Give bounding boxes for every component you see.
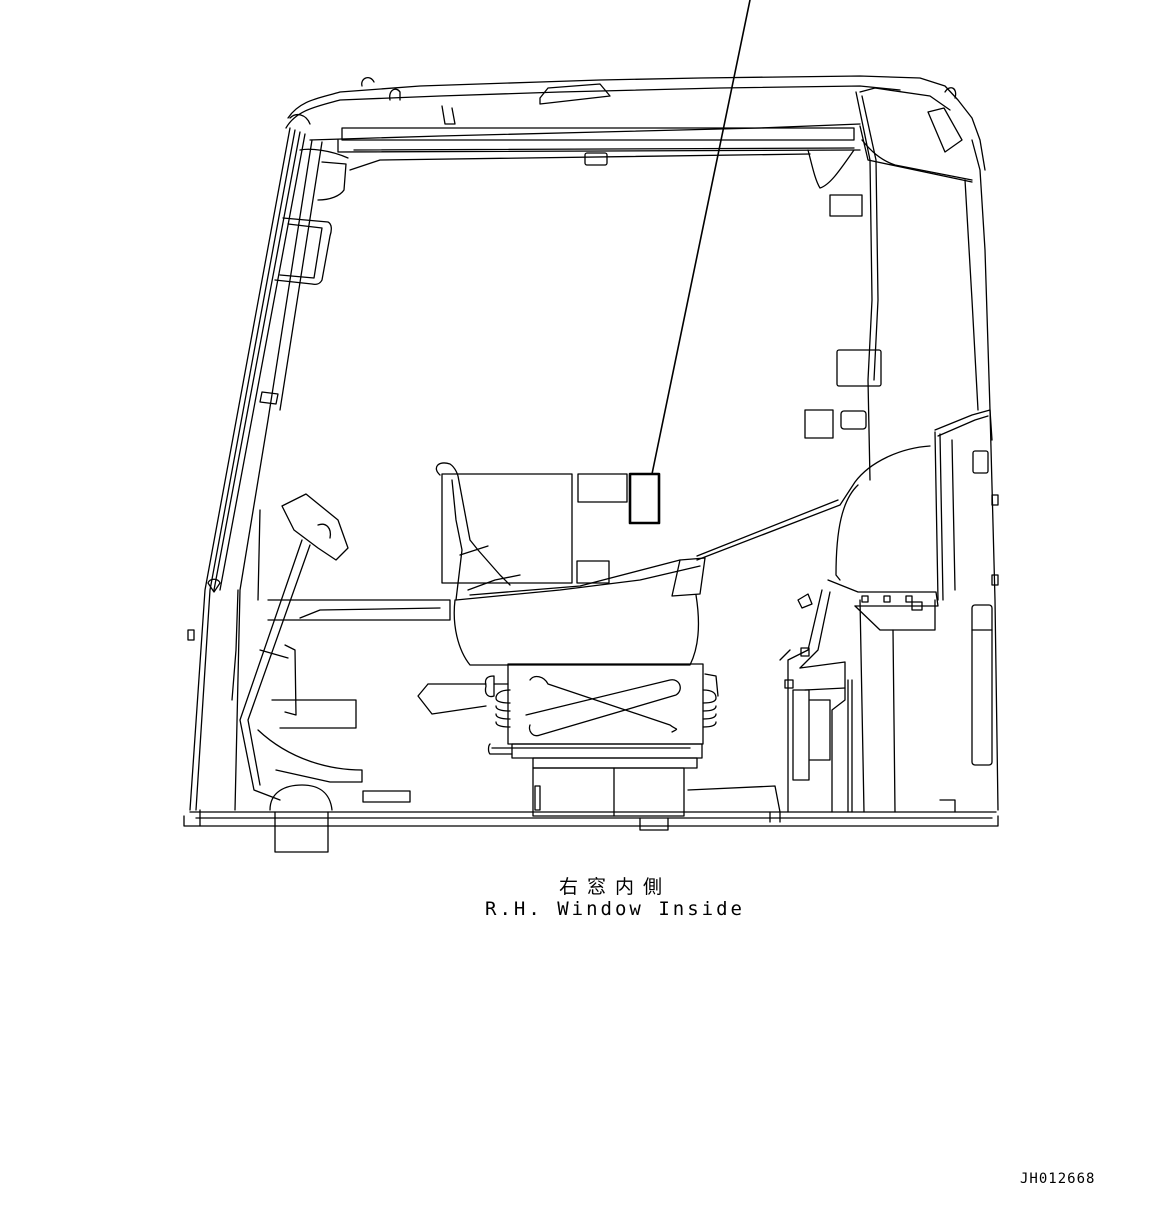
leader-line [651, 0, 751, 475]
seat-suspension [417, 663, 719, 817]
left-front-pillar [187, 113, 811, 811]
left-control-console [231, 493, 451, 803]
highlighted-label-decal [628, 472, 661, 525]
cab-floor [183, 784, 999, 853]
right-side-console [779, 579, 939, 813]
operator-seat [435, 445, 931, 666]
caption-english: R.H. Window Inside [485, 898, 745, 920]
right-rear-pillar [855, 91, 999, 811]
caption-japanese: 右窓内側 [558, 876, 671, 898]
back-wall-panels [576, 194, 882, 584]
cab-roof [285, 75, 986, 189]
drawing-number: JH012668 [1020, 1171, 1096, 1187]
